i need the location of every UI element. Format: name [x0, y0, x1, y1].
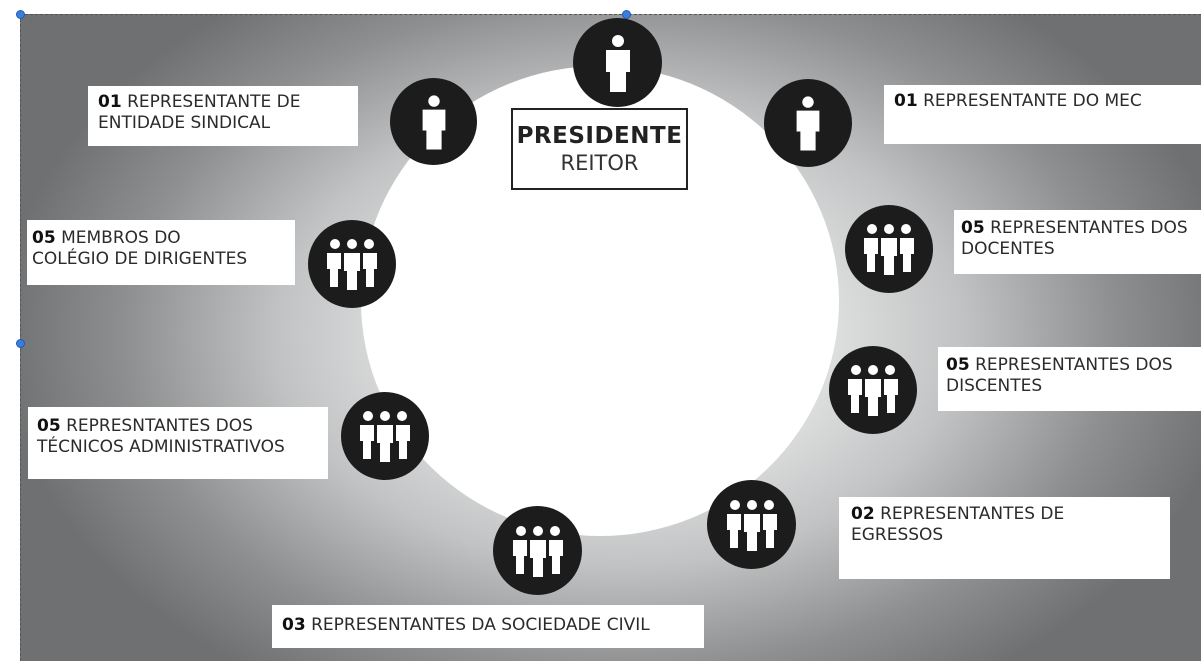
node-mec — [764, 79, 852, 167]
label-count: 01 — [894, 91, 918, 111]
president-title: PRESIDENTE — [516, 123, 683, 149]
label-discentes: 05 REPRESENTANTES DOS DISCENTES — [938, 347, 1201, 411]
label-line1: REPRESNTANTES DOS — [66, 416, 253, 436]
node-sociedade-civil — [493, 506, 582, 595]
label-colegio-dirigentes: 05 MEMBROS DO COLÉGIO DE DIRIGENTES — [27, 220, 295, 285]
group-of-people-icon — [358, 411, 412, 463]
label-count: 05 — [946, 355, 970, 375]
label-line1: REPRESENTANTES DOS — [975, 355, 1173, 375]
single-person-icon — [605, 34, 630, 92]
label-egressos: 02 REPRESENTANTES DE EGRESSOS — [839, 497, 1170, 579]
node-egressos — [707, 480, 796, 569]
label-line1: REPRESENTANTES DE — [880, 504, 1065, 524]
label-count: 03 — [282, 615, 306, 635]
label-line2: COLÉGIO DE DIRIGENTES — [32, 249, 248, 269]
single-person-icon — [422, 94, 445, 150]
label-count: 02 — [851, 504, 875, 524]
label-count: 01 — [98, 92, 122, 112]
label-line1: REPRESENTANTE DE — [127, 92, 301, 112]
president-subtitle: REITOR — [560, 151, 639, 175]
label-count: 05 — [961, 218, 985, 238]
label-sociedade-civil: 03 REPRESENTANTES DA SOCIEDADE CIVIL — [272, 605, 704, 648]
group-of-people-icon — [862, 224, 916, 276]
node-colegio-dirigentes — [308, 220, 396, 308]
label-tecnicos-administrativos: 05 REPRESNTANTES DOS TÉCNICOS ADMINISTRA… — [28, 407, 328, 479]
label-line2: DOCENTES — [961, 239, 1055, 259]
group-of-people-icon — [724, 499, 779, 552]
node-entidade-sindical — [390, 78, 477, 165]
label-line2: DISCENTES — [946, 376, 1043, 396]
node-discentes — [829, 346, 917, 434]
label-mec: 01 REPRESENTANTE DO MEC — [884, 85, 1201, 144]
label-line2: ENTIDADE SINDICAL — [98, 113, 271, 133]
group-of-people-icon — [325, 239, 379, 291]
label-line1: REPRESENTANTE DO MEC — [923, 91, 1142, 111]
single-person-icon — [796, 96, 820, 151]
selection-border-top — [20, 14, 1201, 15]
president-node — [573, 18, 662, 107]
label-docentes: 05 REPRESENTANTES DOS DOCENTES — [954, 210, 1201, 274]
label-line1: REPRESENTANTES DOS — [990, 218, 1188, 238]
president-box: PRESIDENTE REITOR — [511, 108, 688, 190]
selection-handle-top-left[interactable] — [16, 10, 25, 19]
group-of-people-icon — [846, 365, 900, 417]
node-docentes — [845, 205, 933, 293]
label-line1: REPRESENTANTES DA SOCIEDADE CIVIL — [311, 615, 650, 635]
label-line2: TÉCNICOS ADMINISTRATIVOS — [37, 437, 285, 457]
group-of-people-icon — [510, 525, 565, 578]
selection-border-left — [20, 14, 21, 661]
node-tecnicos-administrativos — [341, 392, 429, 480]
label-line1: MEMBROS DO — [61, 228, 181, 248]
label-count: 05 — [32, 228, 56, 248]
label-line2: EGRESSOS — [851, 525, 944, 545]
selection-handle-middle-left[interactable] — [16, 339, 25, 348]
label-entidade-sindical: 01 REPRESENTANTE DE ENTIDADE SINDICAL — [88, 86, 358, 146]
label-count: 05 — [37, 416, 61, 436]
